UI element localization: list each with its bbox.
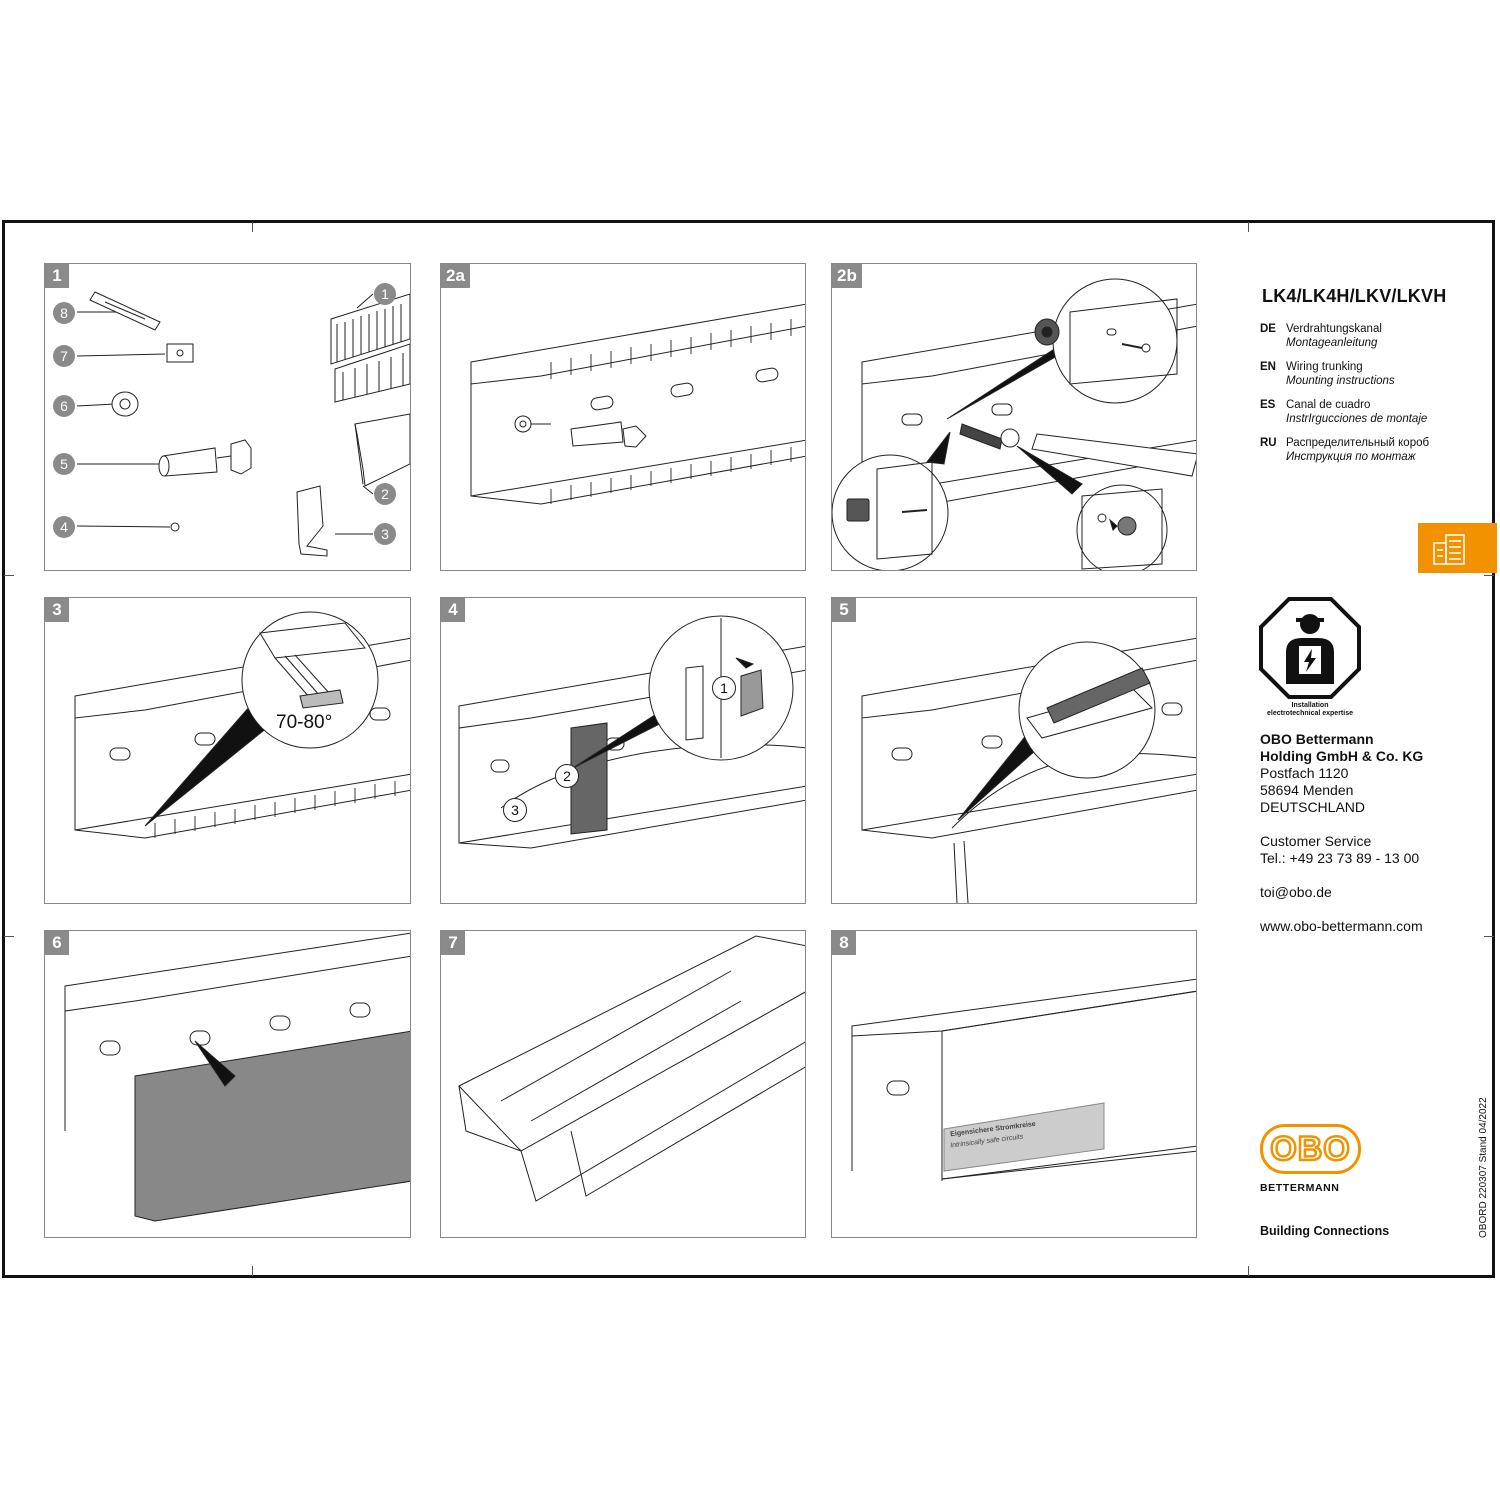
- part-callout-1: 1: [374, 283, 396, 305]
- document-reference: OBORD 220307 Stand 04/2022: [1478, 1097, 1489, 1238]
- language-subtitle: Mounting instructions: [1286, 375, 1395, 387]
- substep-callout-2: 2: [555, 764, 579, 788]
- step-number: 5: [832, 598, 856, 622]
- company-name-2: Holding GmbH & Co. KG: [1260, 748, 1424, 764]
- warning-caption-line1: Installation: [1291, 702, 1329, 709]
- language-product-name: Verdrahtungskanal: [1286, 323, 1382, 335]
- part-callout-6: 6: [53, 395, 75, 417]
- step-8-panel: 8 Eigensichere Stromkreise Intrinsically…: [831, 930, 1197, 1238]
- step-3-panel: 3 70-80: [44, 597, 411, 904]
- crop-mark: [1484, 575, 1494, 576]
- crop-mark: [1484, 936, 1494, 937]
- crop-mark: [4, 936, 14, 937]
- step-1-panel: 1: [44, 263, 411, 571]
- part-callout-5: 5: [53, 453, 75, 475]
- step-6-panel: 6: [44, 930, 411, 1238]
- language-product-name: Canal de cuadro: [1286, 399, 1371, 411]
- step-2a-panel: 2a: [440, 263, 806, 571]
- step-number: 1: [45, 264, 69, 288]
- part-callout-4: 4: [53, 516, 75, 538]
- part-callout-3: 3: [374, 523, 396, 545]
- customer-service-label: Customer Service: [1260, 833, 1372, 849]
- company-city: 58694 Menden: [1260, 782, 1354, 798]
- obo-logo: OBO: [1260, 1124, 1361, 1174]
- part-callout-8: 8: [53, 302, 75, 324]
- warning-caption-line2: electrotechnical expertise: [1267, 710, 1353, 717]
- crop-mark: [252, 1266, 253, 1276]
- step-4-panel: 4 1 2 3: [440, 597, 806, 904]
- crop-mark: [252, 222, 253, 232]
- crop-mark: [1248, 1266, 1249, 1276]
- company-name-1: OBO Bettermann: [1260, 731, 1374, 747]
- electrician-warning-icon: [1259, 597, 1361, 699]
- language-subtitle: Инструкция по монтаж: [1286, 451, 1416, 463]
- step-number: 2b: [832, 264, 862, 288]
- step-number: 7: [441, 931, 465, 955]
- email-link[interactable]: toi@obo.de: [1260, 884, 1332, 900]
- screw-mounting-illustration: [832, 278, 1196, 570]
- language-product-name: Wiring trunking: [1286, 361, 1363, 373]
- parts-illustration: [76, 291, 410, 557]
- step-number: 3: [45, 598, 69, 622]
- language-code: EN: [1260, 361, 1276, 373]
- language-code: DE: [1260, 323, 1276, 335]
- category-tab: [1418, 523, 1497, 573]
- cover-angle-illustration: [74, 611, 410, 839]
- step-number: 4: [441, 598, 465, 622]
- angle-label: 70-80°: [276, 712, 333, 733]
- label-illustration: [851, 978, 1196, 1181]
- company-country: DEUTSCHLAND: [1260, 799, 1366, 815]
- cable-routing-illustration: [861, 637, 1196, 903]
- crop-mark: [1248, 222, 1249, 232]
- separator-illustration: [458, 615, 805, 849]
- website-link[interactable]: www.obo-bettermann.com: [1260, 918, 1423, 934]
- double-trunking-illustration: [458, 935, 805, 1202]
- step-5-panel: 5: [831, 597, 1197, 904]
- product-title: LK4/LK4H/LKV/LKVH: [1262, 286, 1447, 306]
- substep-callout-1: 1: [712, 676, 736, 700]
- substep-callout-3: 3: [503, 798, 527, 822]
- tagline: Building Connections: [1260, 1224, 1390, 1238]
- part-callout-2: 2: [374, 483, 396, 505]
- language-product-name: Распределительный короб: [1286, 437, 1430, 449]
- company-street: Postfach 1120: [1260, 765, 1349, 781]
- language-code: RU: [1260, 437, 1277, 449]
- warning-caption: Installation electrotechnical expertise: [1258, 702, 1362, 718]
- cover-placement-illustration: [64, 932, 410, 1222]
- part-callout-7: 7: [53, 345, 75, 367]
- language-subtitle: Montageanleitung: [1286, 337, 1378, 349]
- language-code: ES: [1260, 399, 1276, 411]
- mounting-illustration: [470, 303, 805, 505]
- step-2b-panel: 2b: [831, 263, 1197, 571]
- step-number: 8: [832, 931, 856, 955]
- step-number: 6: [45, 931, 69, 955]
- step-number: 2a: [441, 264, 470, 288]
- building-icon: [1433, 534, 1465, 565]
- logo-subtitle: BETTERMANN: [1260, 1182, 1340, 1194]
- language-subtitle: InstrIrgucciones de montaje: [1286, 413, 1428, 425]
- phone-number: Tel.: +49 23 73 89 - 13 00: [1260, 850, 1420, 866]
- crop-mark: [4, 575, 14, 576]
- step-7-panel: 7: [440, 930, 806, 1238]
- logo-text: OBO: [1270, 1130, 1350, 1168]
